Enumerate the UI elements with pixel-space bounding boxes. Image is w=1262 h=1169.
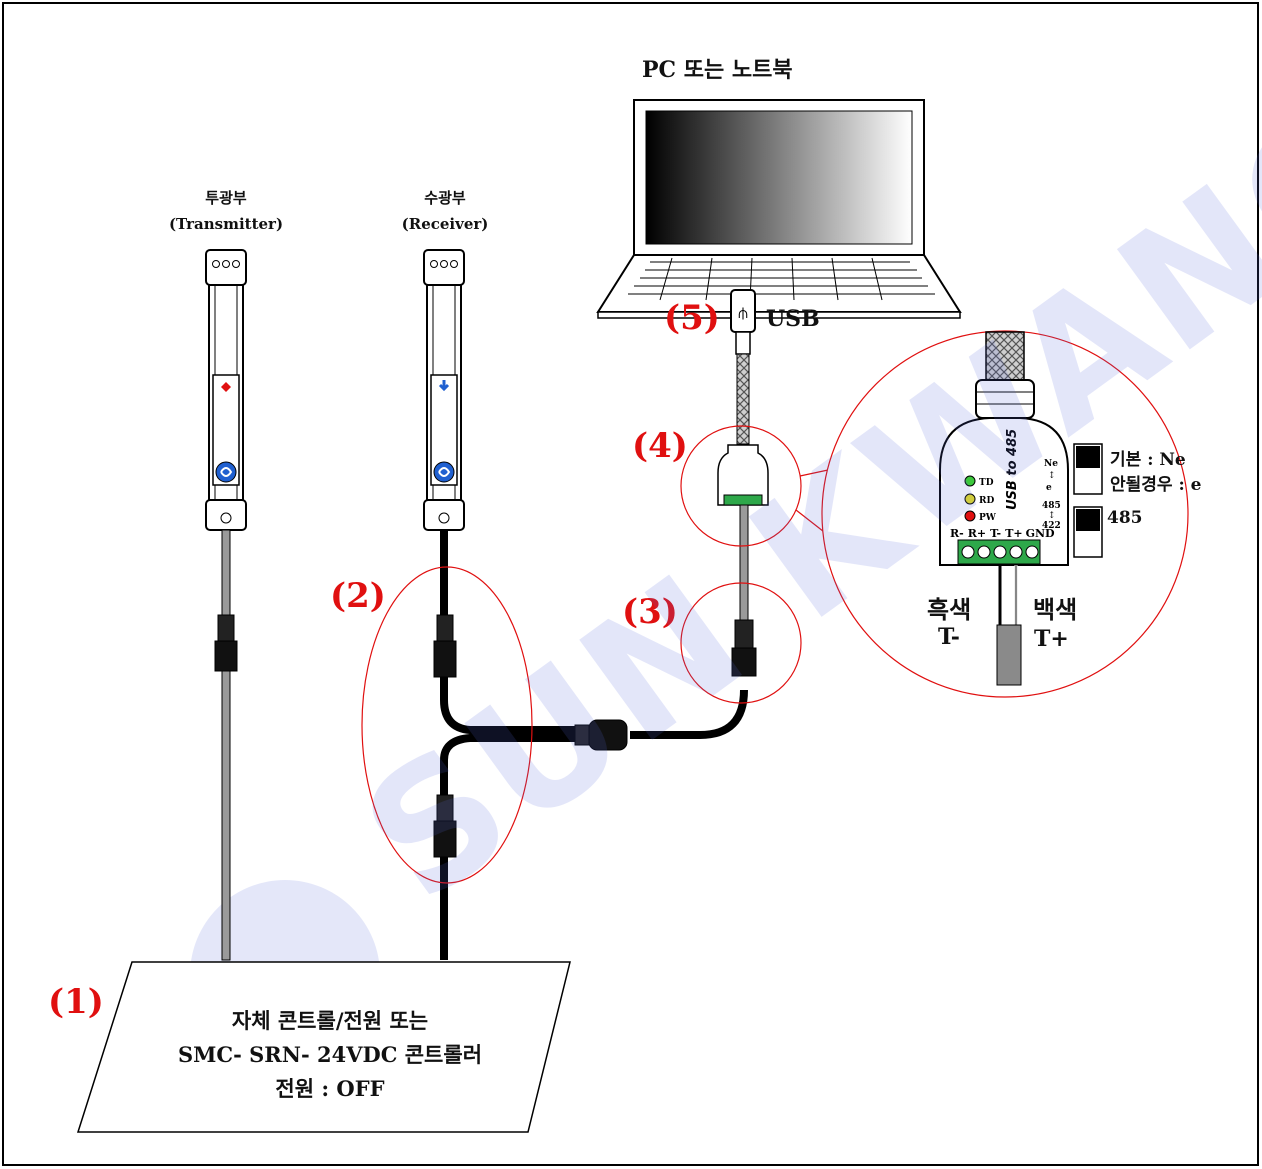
circle-2 — [361, 566, 533, 884]
usb-plug: ⫛ — [730, 289, 756, 355]
transmitter-bar — [205, 249, 247, 531]
pc-label: PC 또는 노트북 — [642, 57, 793, 83]
transmitter-label-kr: 투광부 — [205, 189, 247, 207]
converter-title: USB to 485 — [1005, 429, 1020, 510]
switch-e: e — [1046, 483, 1052, 493]
dip-switch-1 — [1073, 443, 1103, 495]
led-pw: PW — [979, 513, 997, 523]
circle-4 — [680, 425, 802, 547]
switch-485: 485 — [1042, 501, 1061, 511]
dip-switch-2 — [1073, 506, 1103, 558]
connector-y — [574, 719, 628, 751]
converter-small — [717, 444, 769, 506]
controller-line1: 자체 콘트롤/전원 또는 — [231, 1008, 429, 1033]
transmitter-label: 투광부 (Transmitter) — [140, 185, 312, 237]
led-rd: RD — [979, 496, 994, 506]
controller-box — [76, 961, 571, 1133]
laptop — [596, 99, 962, 319]
step-5-label: (5) — [664, 298, 720, 338]
receiver-label: 수광부 (Receiver) — [380, 185, 510, 237]
connector-transmitter — [214, 614, 238, 672]
black-wire-pin: T- — [938, 624, 960, 650]
svg-text:↕: ↕ — [1048, 471, 1056, 481]
connector-receiver-lower — [433, 794, 457, 858]
switch2-label: 485 — [1107, 508, 1143, 528]
controller-label: 자체 콘트롤/전원 또는 SMC- SRN- 24VDC 콘트롤러 전원 : O… — [110, 1004, 550, 1106]
circle-3 — [680, 582, 802, 704]
receiver-label-kr: 수광부 — [424, 189, 466, 207]
step-4-label: (4) — [632, 426, 688, 466]
led-td: TD — [979, 478, 994, 488]
terminal-labels: R-R+T-T+GND — [950, 527, 1055, 540]
switch1-line1: 기본 : Ne — [1110, 450, 1186, 470]
cable-black — [440, 530, 748, 960]
receiver-label-en: (Receiver) — [401, 215, 489, 233]
connector-3 — [731, 619, 757, 677]
controller-line3: 전원 : OFF — [275, 1076, 385, 1101]
converter-zoom: TD RD PW USB to 485 Ne ↕ e 485 ↕ 422 R-R… — [939, 331, 1069, 686]
switch-ne: Ne — [1044, 459, 1058, 469]
white-wire-label: 백색 — [1033, 595, 1078, 624]
usb-label: USB — [766, 306, 820, 332]
step-1-label: (1) — [48, 982, 104, 1022]
black-wire-label: 흑색 — [927, 595, 972, 624]
braided-cable — [736, 353, 750, 445]
receiver-bar — [423, 249, 465, 531]
connector-receiver-upper — [433, 614, 457, 678]
white-wire-pin: T+ — [1034, 626, 1069, 652]
controller-line2: SMC- SRN- 24VDC 콘트롤러 — [177, 1042, 483, 1067]
svg-text:↕: ↕ — [1048, 511, 1056, 521]
svg-text:⫛: ⫛ — [738, 303, 748, 322]
transmitter-label-en: (Transmitter) — [168, 215, 284, 233]
step-3-label: (3) — [622, 592, 678, 632]
switch1-line2: 안될경우 : e — [1110, 475, 1202, 495]
cable-transmitter — [221, 529, 231, 961]
switch-422: 422 — [1042, 521, 1061, 531]
step-2-label: (2) — [330, 576, 386, 616]
